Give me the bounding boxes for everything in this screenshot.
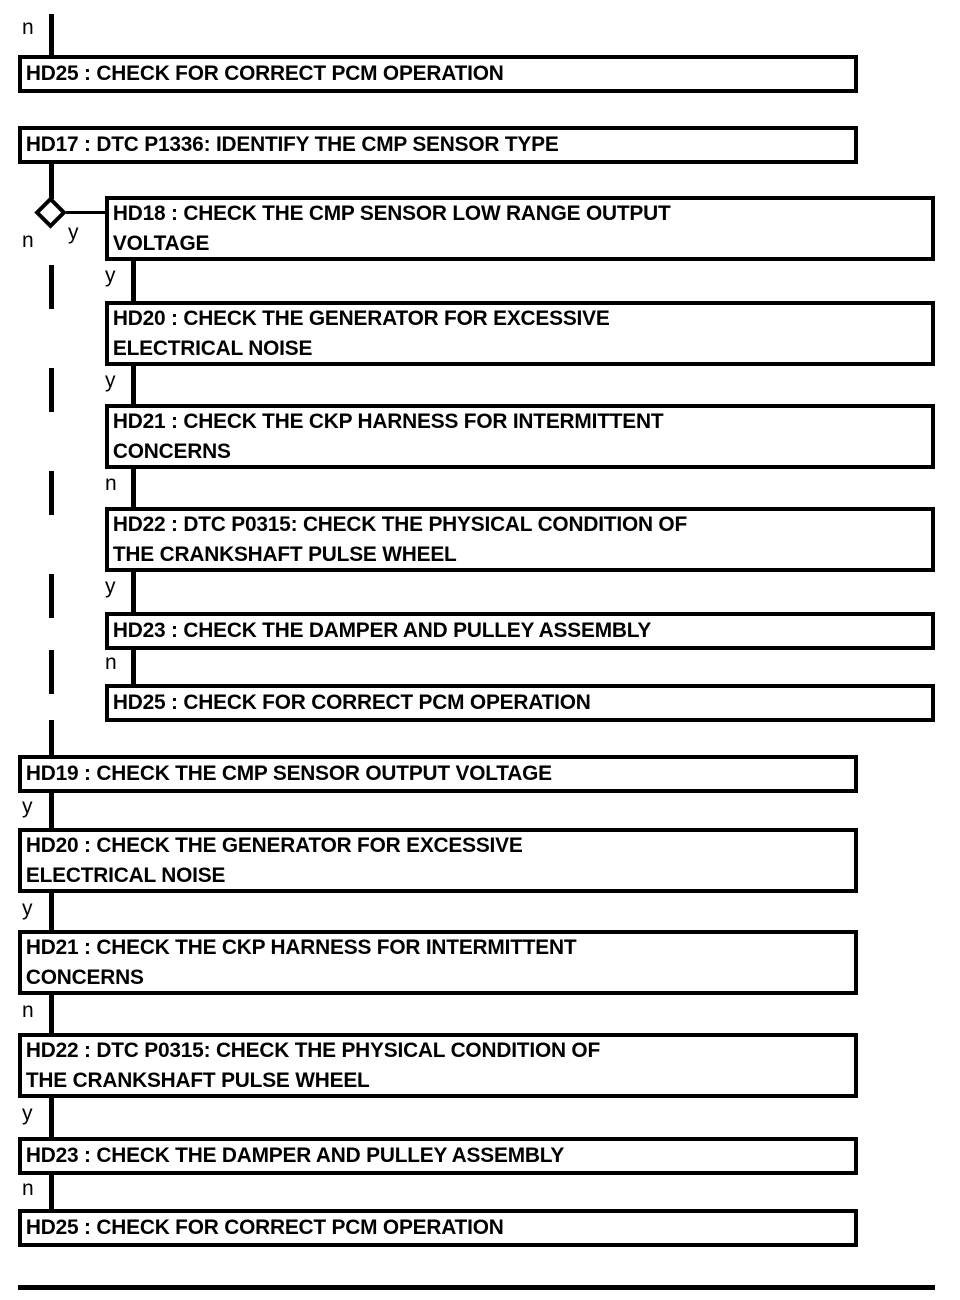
edge-label-hd23b-hd25: n bbox=[22, 1177, 34, 1200]
node-label: HD23 : CHECK THE DAMPER AND PULLEY ASSEM… bbox=[25, 1143, 565, 1168]
edge-label-hd21b-hd22: n bbox=[22, 999, 34, 1022]
node-hd23-main[interactable]: HD23 : CHECK THE DAMPER AND PULLEY ASSEM… bbox=[18, 1137, 858, 1175]
node-label: HD18 : CHECK THE CMP SENSOR LOW RANGE OU… bbox=[112, 201, 671, 255]
node-label: HD22 : DTC P0315: CHECK THE PHYSICAL CON… bbox=[112, 512, 688, 566]
node-label: HD23 : CHECK THE DAMPER AND PULLEY ASSEM… bbox=[112, 618, 652, 643]
connector-hd21main-to-hd22 bbox=[49, 993, 54, 1035]
edge-label-hd20b-hd21: y bbox=[22, 897, 33, 920]
node-hd23-indented[interactable]: HD23 : CHECK THE DAMPER AND PULLEY ASSEM… bbox=[105, 612, 935, 650]
connector-decision-no-seg-5 bbox=[49, 650, 54, 694]
connector-hd20-to-hd21 bbox=[131, 364, 136, 408]
node-hd25-top[interactable]: HD25 : CHECK FOR CORRECT PCM OPERATION bbox=[18, 55, 858, 93]
node-label: HD22 : DTC P0315: CHECK THE PHYSICAL CON… bbox=[25, 1038, 601, 1092]
node-label: HD20 : CHECK THE GENERATOR FOR EXCESSIVE… bbox=[112, 306, 610, 360]
node-label: HD20 : CHECK THE GENERATOR FOR EXCESSIVE… bbox=[25, 833, 523, 887]
connector-hd18-to-hd20 bbox=[131, 259, 136, 303]
edge-label-hd22b-hd23: y bbox=[22, 1102, 33, 1125]
edge-label-hd23-hd25: n bbox=[105, 651, 117, 674]
connector-decision-yes bbox=[66, 211, 111, 214]
edge-label-hd22-hd23: y bbox=[105, 575, 116, 598]
connector-decision-no-seg-3 bbox=[49, 471, 54, 515]
node-label: HD17 : DTC P1336: IDENTIFY THE CMP SENSO… bbox=[25, 132, 559, 157]
connector-hd21-to-hd22 bbox=[131, 467, 136, 511]
node-label: HD21 : CHECK THE CKP HARNESS FOR INTERMI… bbox=[25, 935, 577, 989]
connector-hd19-to-hd20 bbox=[49, 791, 54, 831]
node-hd20-indented[interactable]: HD20 : CHECK THE GENERATOR FOR EXCESSIVE… bbox=[105, 301, 935, 366]
footer-divider bbox=[18, 1285, 935, 1290]
node-hd21-main[interactable]: HD21 : CHECK THE CKP HARNESS FOR INTERMI… bbox=[18, 930, 858, 995]
node-hd25-indented[interactable]: HD25 : CHECK FOR CORRECT PCM OPERATION bbox=[105, 684, 935, 722]
connector-decision-no-seg-6 bbox=[49, 720, 54, 760]
node-hd25-main[interactable]: HD25 : CHECK FOR CORRECT PCM OPERATION bbox=[18, 1209, 858, 1247]
connector-decision-no-seg-4 bbox=[49, 574, 54, 618]
connector-hd22-to-hd23 bbox=[131, 570, 136, 614]
edge-label-hd19-hd20: y bbox=[22, 795, 33, 818]
node-hd22-main[interactable]: HD22 : DTC P0315: CHECK THE PHYSICAL CON… bbox=[18, 1033, 858, 1098]
node-hd20-main[interactable]: HD20 : CHECK THE GENERATOR FOR EXCESSIVE… bbox=[18, 828, 858, 893]
node-label: HD19 : CHECK THE CMP SENSOR OUTPUT VOLTA… bbox=[25, 761, 552, 786]
node-hd21-indented[interactable]: HD21 : CHECK THE CKP HARNESS FOR INTERMI… bbox=[105, 404, 935, 469]
edge-label-hd18-hd20: y bbox=[105, 264, 116, 287]
decision-diamond-cmp-sensor-type[interactable] bbox=[34, 196, 67, 229]
connector-hd20main-to-hd21 bbox=[49, 891, 54, 933]
edge-label-decision-no: n bbox=[22, 229, 34, 252]
node-hd18[interactable]: HD18 : CHECK THE CMP SENSOR LOW RANGE OU… bbox=[105, 196, 935, 261]
node-label: HD25 : CHECK FOR CORRECT PCM OPERATION bbox=[112, 690, 591, 715]
connector-top-incoming bbox=[49, 14, 54, 59]
node-label: HD25 : CHECK FOR CORRECT PCM OPERATION bbox=[25, 61, 504, 86]
connector-hd23main-to-hd25 bbox=[49, 1173, 54, 1211]
edge-label-decision-yes: y bbox=[68, 221, 79, 244]
node-hd17[interactable]: HD17 : DTC P1336: IDENTIFY THE CMP SENSO… bbox=[18, 126, 858, 164]
connector-decision-no-seg-2 bbox=[49, 368, 54, 412]
node-label: HD25 : CHECK FOR CORRECT PCM OPERATION bbox=[25, 1215, 504, 1240]
edge-label-hd20-hd21: y bbox=[105, 369, 116, 392]
connector-hd17-to-decision bbox=[49, 163, 54, 199]
node-hd22-indented[interactable]: HD22 : DTC P0315: CHECK THE PHYSICAL CON… bbox=[105, 507, 935, 572]
connector-hd23-to-hd25 bbox=[131, 648, 136, 686]
connector-decision-no-seg-1 bbox=[49, 265, 54, 309]
edge-label-top-incoming: n bbox=[22, 16, 34, 39]
edge-label-hd21-hd22: n bbox=[105, 472, 117, 495]
node-hd19[interactable]: HD19 : CHECK THE CMP SENSOR OUTPUT VOLTA… bbox=[18, 755, 858, 793]
connector-hd22main-to-hd23 bbox=[49, 1096, 54, 1138]
node-label: HD21 : CHECK THE CKP HARNESS FOR INTERMI… bbox=[112, 409, 664, 463]
